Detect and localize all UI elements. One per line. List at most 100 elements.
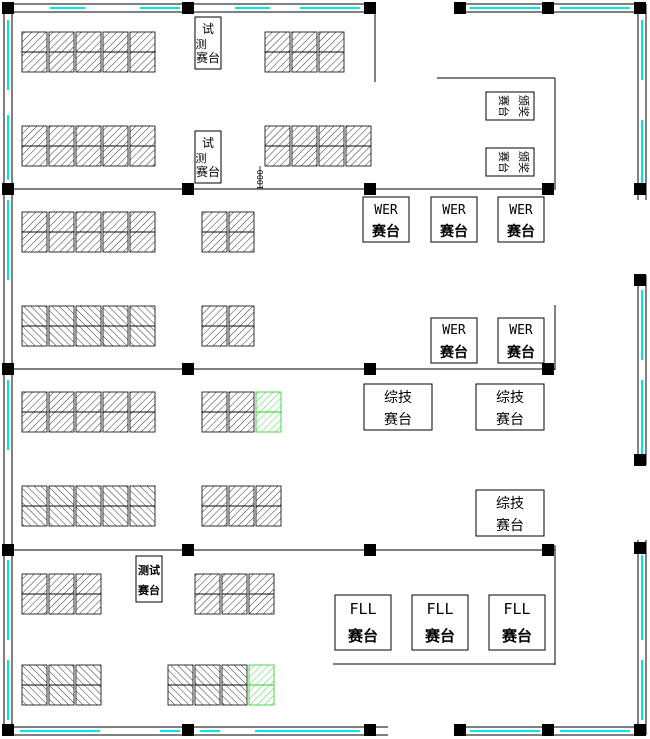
column-17 <box>364 724 376 736</box>
table <box>48 31 75 53</box>
table <box>75 505 102 527</box>
window-strips <box>7 7 643 732</box>
table <box>194 664 221 686</box>
award-stage-1: 颁奖 赛台 <box>485 91 535 121</box>
table <box>48 211 75 233</box>
table <box>21 391 48 413</box>
fll-stage-1-line2: 赛台 <box>347 627 378 645</box>
award-stage-2-line2: 赛台 <box>497 151 511 173</box>
table <box>21 145 48 167</box>
table <box>221 593 248 615</box>
wer-stage-5-line1: WER <box>509 323 533 338</box>
wer-stage-3: WER 赛台 <box>497 196 545 243</box>
comprehensive-stage-2-line1: 综技 <box>496 390 524 406</box>
test-stage-2-char3: 测 <box>196 152 207 165</box>
table <box>255 485 282 507</box>
table-group-r5-left <box>21 391 156 433</box>
table <box>48 684 75 706</box>
table <box>21 305 48 327</box>
award-stage-2-line1: 颁奖 <box>517 151 531 173</box>
table <box>21 211 48 233</box>
table <box>102 325 129 347</box>
table <box>264 145 291 167</box>
test-stage-1-char1: 试 <box>202 21 214 36</box>
table-group-r6-mid <box>201 485 282 527</box>
interior-grid-lines <box>12 12 556 665</box>
wer-stage-1-line1: WER <box>374 203 398 218</box>
wer-stage-5-line2: 赛台 <box>506 344 535 361</box>
table <box>264 31 291 53</box>
table <box>248 684 275 706</box>
table <box>129 325 156 347</box>
table <box>201 411 228 433</box>
table <box>345 145 372 167</box>
table <box>75 325 102 347</box>
fll-stage-2: FLL 赛台 <box>411 594 469 651</box>
table-group-r1-left <box>21 31 156 73</box>
table <box>228 391 255 413</box>
table <box>21 485 48 507</box>
comprehensive-stage-3-line2: 赛台 <box>496 518 524 534</box>
table <box>248 664 275 686</box>
column-18 <box>454 2 466 14</box>
table <box>228 231 255 253</box>
test-stage-1-line2: 赛台 <box>196 50 220 65</box>
column-23 <box>634 454 646 466</box>
table <box>75 391 102 413</box>
wer-stage-1: WER 赛台 <box>362 196 410 243</box>
table <box>129 51 156 73</box>
wer-stage-3-line2: 赛台 <box>506 223 535 240</box>
table <box>167 664 194 686</box>
column-1 <box>182 2 194 14</box>
table-group-r5-mid <box>201 391 255 433</box>
table <box>48 485 75 507</box>
table <box>264 51 291 73</box>
table <box>194 573 221 595</box>
award-stage-1-line2: 赛台 <box>497 95 511 117</box>
building-walls <box>3 3 647 736</box>
column-26 <box>542 724 554 736</box>
column-6 <box>542 183 554 195</box>
table <box>21 231 48 253</box>
table <box>75 51 102 73</box>
table <box>21 505 48 527</box>
table-group-r3-mid <box>201 211 255 253</box>
comprehensive-stage-2: 综技 赛台 <box>475 383 545 431</box>
table <box>228 485 255 507</box>
table <box>21 664 48 686</box>
award-stage-2: 颁奖 赛台 <box>485 147 535 177</box>
table <box>129 31 156 53</box>
table <box>21 125 48 147</box>
table <box>129 211 156 233</box>
table <box>129 231 156 253</box>
table <box>102 211 129 233</box>
test-stage-3-line1: 测试 <box>138 563 160 577</box>
table <box>75 485 102 507</box>
column-13 <box>364 544 376 556</box>
fll-stage-3-line1: FLL <box>503 600 530 618</box>
column-19 <box>542 2 554 14</box>
table <box>75 145 102 167</box>
column-14 <box>542 544 554 556</box>
test-stage-3-line2: 赛台 <box>137 583 160 597</box>
table <box>102 31 129 53</box>
fll-stage-3-line2: 赛台 <box>501 627 532 645</box>
table <box>48 325 75 347</box>
column-20 <box>634 2 646 14</box>
table <box>75 573 102 595</box>
table <box>75 211 102 233</box>
table-group-r6-left <box>21 485 156 527</box>
table <box>48 305 75 327</box>
fll-stage-1: FLL 赛台 <box>334 594 392 651</box>
table-group-r7-left <box>21 573 102 615</box>
table <box>291 51 318 73</box>
table <box>102 391 129 413</box>
award-stage-1-line1: 颁奖 <box>517 95 531 117</box>
table <box>75 684 102 706</box>
table <box>48 125 75 147</box>
column-5 <box>364 183 376 195</box>
test-stage-2: 试 赛台 测 <box>194 130 222 184</box>
table <box>129 485 156 507</box>
